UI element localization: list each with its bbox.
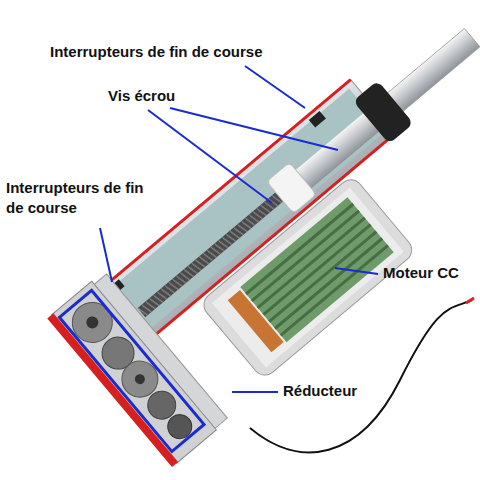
leader-lines (100, 66, 378, 392)
part-label: Moteur CC (383, 263, 459, 283)
part-label: Vis écrou (108, 86, 175, 106)
part-label: Réducteur (283, 381, 357, 401)
part-label: Interrupteurs de fin de course (6, 178, 148, 218)
actuator-body (47, 0, 480, 467)
cable-tip (466, 298, 474, 303)
part-label: Interrupteurs de fin de course (50, 42, 263, 62)
